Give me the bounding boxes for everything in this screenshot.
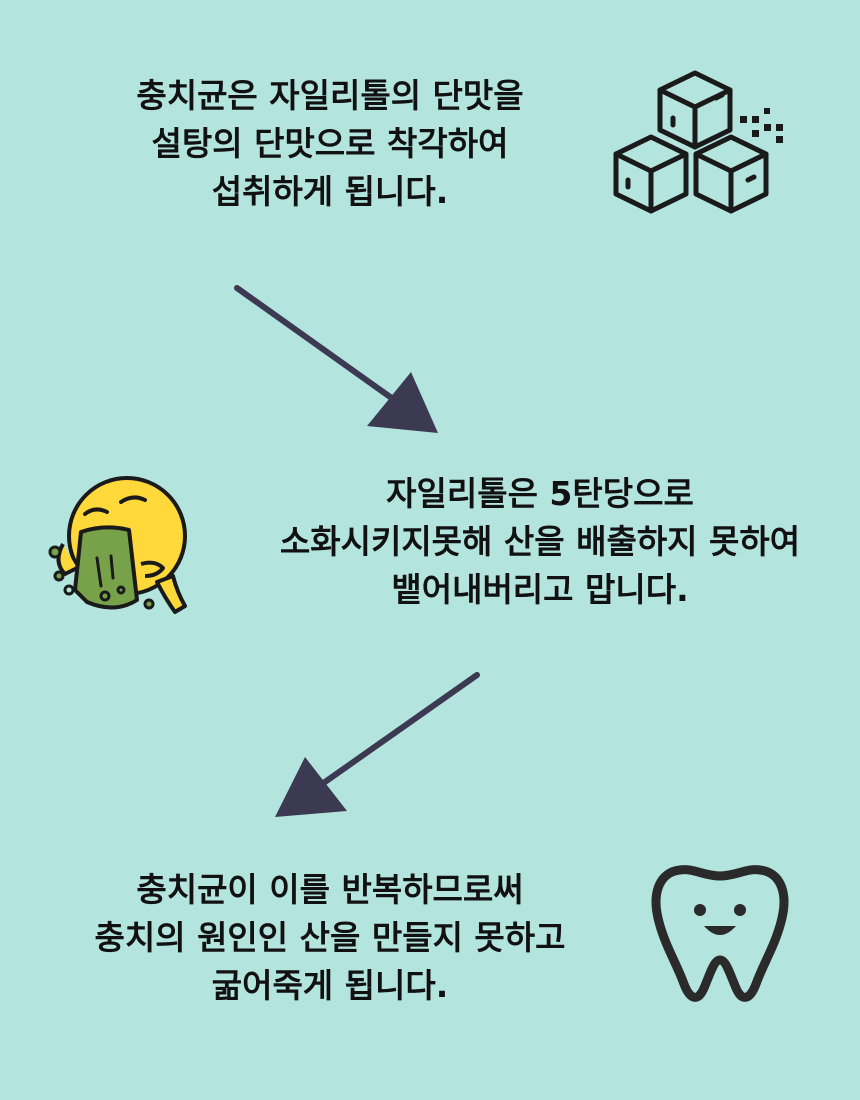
step-1-line-2: 설탕의 단맛으로 착각하여 [151, 124, 509, 163]
step-3-line-3: 굶어죽게 됩니다. [211, 966, 449, 1005]
step-1-line-1: 충치균은 자일리톨의 단맛을 [136, 76, 524, 115]
step-2-line-1: 자일리톨은 5탄당으로 [386, 474, 694, 513]
step-2-text: 자일리톨은 5탄당으로 소화시키지못해 산을 배출하지 못하여 뱉어내버리고 맙… [220, 470, 860, 614]
step-3-line-2: 충치의 원인인 산을 만들지 못하고 [94, 918, 566, 957]
step-3-line-1: 충치균이 이를 반복하므로써 [136, 870, 524, 909]
vomiting-character-icon [48, 476, 187, 614]
arrow-down-left-icon [275, 672, 480, 817]
step-1-line-3: 섭취하게 됩니다. [211, 172, 449, 211]
arrow-down-right-icon [234, 285, 438, 433]
step-3-text: 충치균이 이를 반복하므로써 충치의 원인인 산을 만들지 못하고 굶어죽게 됩… [40, 866, 620, 1010]
sugar-cubes-icon [613, 70, 783, 214]
step-1-text: 충치균은 자일리톨의 단맛을 설탕의 단맛으로 착각하여 섭취하게 됩니다. [60, 72, 600, 216]
step-2-line-2: 소화시키지못해 산을 배출하지 못하여 [279, 522, 801, 561]
step-2-line-3: 뱉어내버리고 맙니다. [391, 570, 689, 609]
tooth-icon [651, 865, 789, 1002]
